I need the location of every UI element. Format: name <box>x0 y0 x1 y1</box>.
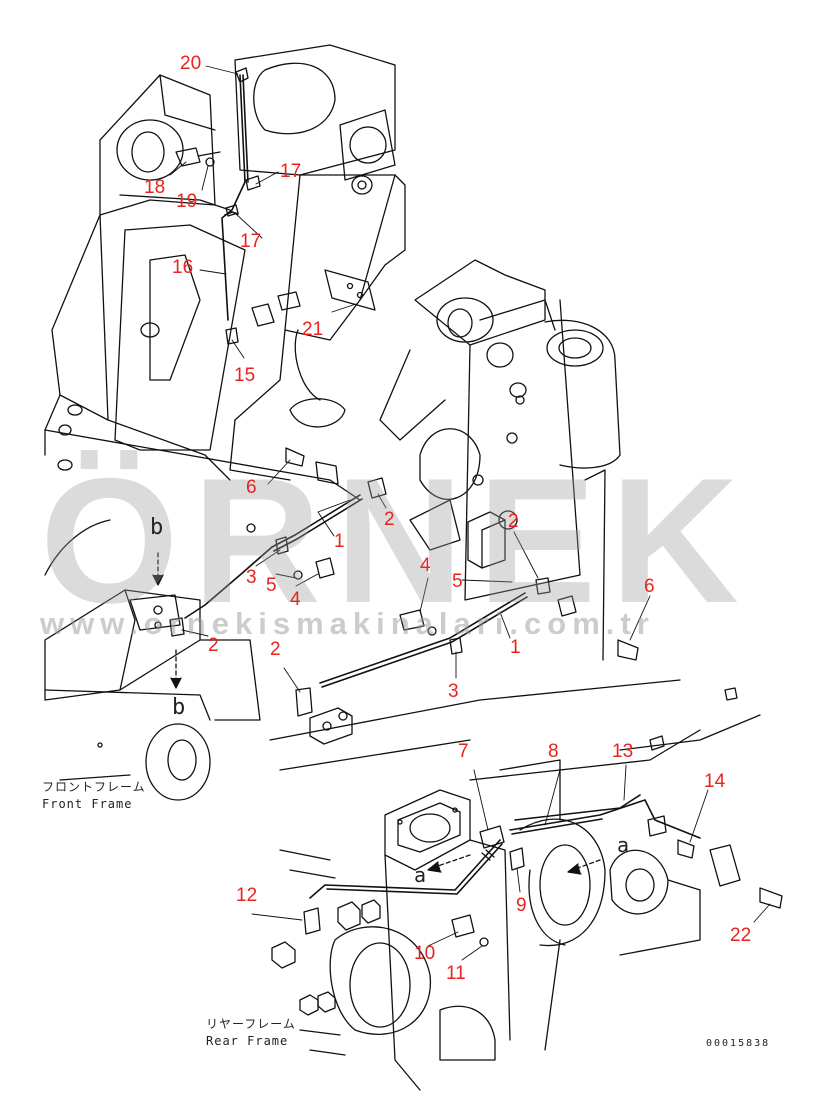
callout-number[interactable]: 18 <box>144 177 166 198</box>
view-marker-b-top: b <box>150 515 165 540</box>
fittings-and-sensors <box>169 67 783 947</box>
callout-number[interactable]: 5 <box>266 575 277 596</box>
rear-frame-label-en: Rear Frame <box>206 1034 289 1048</box>
callout-number[interactable]: 1 <box>334 531 345 552</box>
callout-number[interactable]: 5 <box>452 571 463 592</box>
front-frame-label-jp: フロントフレーム <box>42 780 146 794</box>
center-pivot-drawing <box>379 259 621 661</box>
callout-number[interactable]: 2 <box>384 509 395 530</box>
callout-number[interactable]: 2 <box>208 635 219 656</box>
rear-frame-drawing <box>269 679 761 1091</box>
callout-number[interactable]: 15 <box>234 365 256 386</box>
callout-number[interactable]: 17 <box>280 161 302 182</box>
watermark-url: www.ornekismakinalari.com.tr <box>40 606 655 641</box>
callout-number[interactable]: 21 <box>302 319 324 340</box>
callout-number[interactable]: 17 <box>240 231 262 252</box>
callout-number[interactable]: 11 <box>446 963 466 984</box>
front-frame-drawing <box>44 44 406 501</box>
callout-number[interactable]: 8 <box>548 741 559 762</box>
callout-number[interactable]: 3 <box>246 567 257 588</box>
callout-number[interactable]: 4 <box>420 555 431 576</box>
callout-number[interactable]: 3 <box>448 681 459 702</box>
callout-number[interactable]: 12 <box>236 885 258 906</box>
callout-number[interactable]: 2 <box>508 511 519 532</box>
callout-number[interactable]: 16 <box>172 257 194 278</box>
callout-number[interactable]: 6 <box>644 576 655 597</box>
view-marker-b-bottom: b <box>172 695 187 720</box>
callout-number[interactable]: 7 <box>458 741 469 762</box>
leader-lines <box>169 65 771 961</box>
front-frame-label-en: Front Frame <box>42 797 133 811</box>
callout-number[interactable]: 1 <box>510 637 521 658</box>
callout-number[interactable]: 9 <box>516 895 527 916</box>
callout-number[interactable]: 4 <box>290 589 301 610</box>
callout-number[interactable]: 22 <box>730 925 752 946</box>
drawing-number: 00015838 <box>706 1038 771 1049</box>
callout-number[interactable]: 2 <box>270 639 281 660</box>
callout-number[interactable]: 6 <box>246 477 257 498</box>
callout-number[interactable]: 19 <box>176 191 198 212</box>
callout-number[interactable]: 14 <box>704 771 726 792</box>
callout-number[interactable]: 10 <box>414 943 436 964</box>
callout-number[interactable]: 13 <box>612 741 634 762</box>
rear-frame-label-jp: リヤーフレーム <box>206 1017 296 1031</box>
view-b-detail <box>44 519 261 801</box>
watermark-brand: ÖRNEK <box>40 441 753 640</box>
callout-number[interactable]: 20 <box>180 53 202 74</box>
view-marker-a-left: a <box>414 863 428 887</box>
view-marker-a-right: a <box>617 833 631 857</box>
